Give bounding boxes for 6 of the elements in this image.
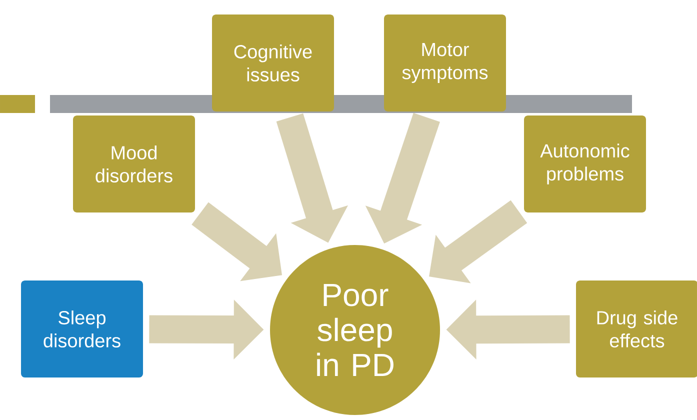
cause-box: Motor symptoms — [384, 14, 506, 112]
cause-box: Drug side effects — [576, 280, 697, 378]
cause-box: Sleep disorders — [21, 280, 143, 378]
cause-box: Cognitive issues — [212, 14, 334, 112]
cause-box: Autonomic problems — [524, 116, 646, 212]
cause-box: Mood disorders — [73, 116, 195, 212]
